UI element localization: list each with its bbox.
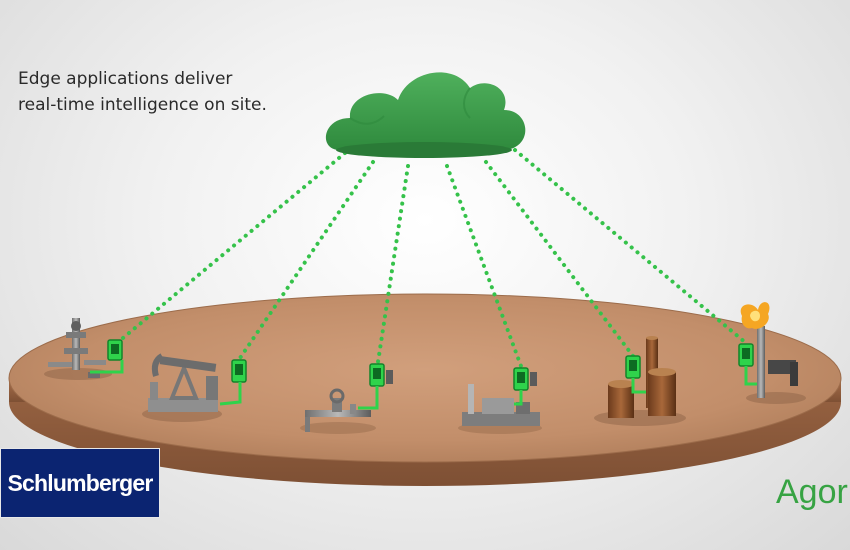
link-pumpjack (238, 160, 375, 360)
schlumberger-logo-text: Schlumberger (7, 469, 153, 496)
caption-line-2: real-time intelligence on site. (18, 95, 267, 115)
cloud-links (115, 148, 748, 368)
edge-device-icon (738, 343, 757, 386)
agora-logo: Agor (776, 473, 848, 511)
link-flare (513, 148, 748, 345)
valve-icon (300, 388, 376, 434)
flare-icon (740, 302, 806, 404)
cloud-icon (325, 72, 526, 158)
link-compressor (445, 164, 523, 368)
schlumberger-logo: Schlumberger (0, 448, 160, 518)
edge-devices (90, 339, 757, 410)
pumpjack-icon (142, 353, 222, 422)
tank-icon (594, 336, 686, 426)
compressor-icon (458, 384, 542, 434)
link-valve (376, 164, 410, 364)
caption-line-1: Edge applications deliver (18, 69, 233, 89)
caption-text: Edge applications deliver real-time inte… (18, 66, 267, 118)
edge-device-icon (219, 359, 247, 406)
edge-device-icon (625, 355, 646, 394)
edge-device-icon (358, 363, 393, 410)
link-tanks (484, 160, 635, 358)
edge-device-icon (90, 339, 124, 374)
edge-device-icon (513, 367, 537, 406)
